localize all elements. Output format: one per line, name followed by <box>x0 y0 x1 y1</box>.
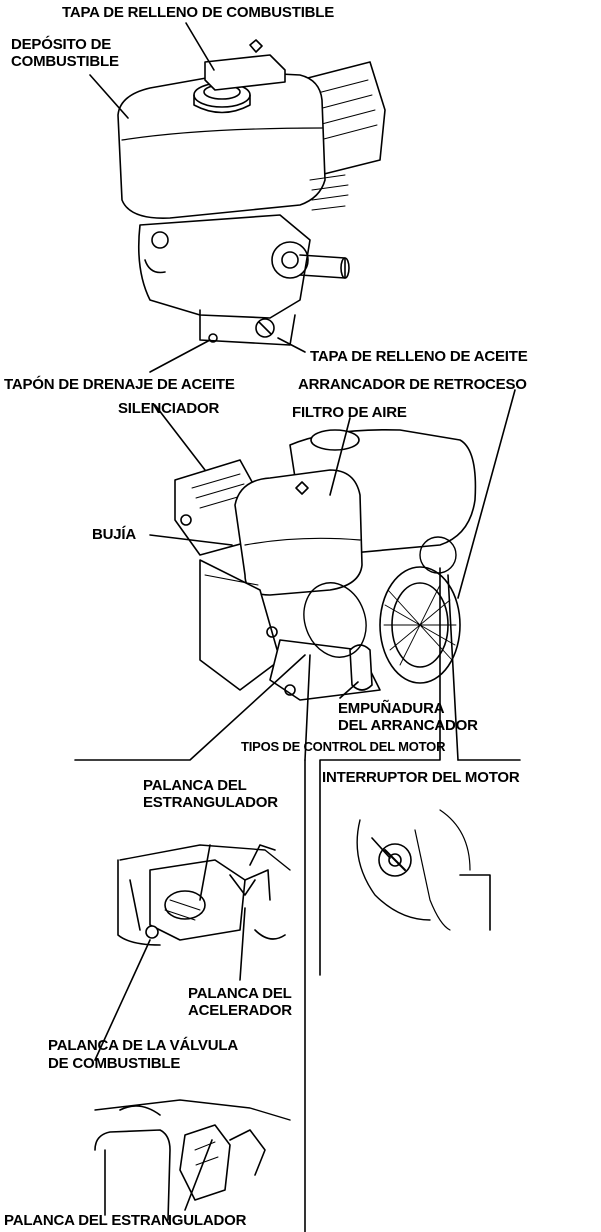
middle-engine-illustration <box>174 428 477 701</box>
label-choke-lever-a-line2: ESTRANGULADOR <box>143 794 278 811</box>
controls-detail <box>117 844 291 946</box>
label-engine-switch: INTERRUPTOR DEL MOTOR <box>322 769 520 786</box>
leader-oil-drain-plug <box>149 339 211 373</box>
label-spark-plug: BUJÍA <box>92 526 137 543</box>
leader-fuel-valve-lever <box>94 939 151 1061</box>
leader-throttle-lever <box>239 907 246 981</box>
leader-muffler <box>154 404 206 471</box>
label-fuel-tank-line1: DEPÓSITO DE <box>11 36 112 53</box>
label-oil-fill-cap: TAPA DE RELLENO DE ACEITE <box>310 348 528 365</box>
label-choke-lever-b: PALANCA DEL ESTRANGULADOR <box>4 1212 247 1229</box>
leader-engine-switch <box>371 837 391 859</box>
control-pointer-left <box>304 654 311 761</box>
control-pointer-right <box>447 574 459 761</box>
leader-choke-lever-a <box>199 844 211 901</box>
top-engine-illustration <box>117 39 386 346</box>
label-control-types: TIPOS DE CONTROL DEL MOTOR <box>241 739 446 754</box>
control-divider-right <box>319 567 441 976</box>
leader-air-filter <box>329 417 351 496</box>
bottom-choke-detail <box>94 1099 291 1221</box>
label-throttle-lever-line1: PALANCA DEL <box>188 985 292 1002</box>
label-air-filter: FILTRO DE AIRE <box>292 404 407 421</box>
leader-starter-grip <box>339 681 359 699</box>
label-fuel-fill-cap: TAPA DE RELLENO DE COMBUSTIBLE <box>62 4 335 21</box>
leader-fuel-tank <box>89 74 129 119</box>
label-throttle-lever-line2: ACELERADOR <box>188 1002 292 1019</box>
leader-recoil-starter <box>457 389 516 599</box>
label-starter-grip-line1: EMPUÑADURA <box>338 700 445 717</box>
label-fuel-tank-line2: COMBUSTIBLE <box>11 53 119 70</box>
label-fuel-valve-lever-line2: DE COMBUSTIBLE <box>48 1055 181 1072</box>
control-divider-left <box>74 654 306 761</box>
leader-oil-fill-cap <box>277 337 306 353</box>
label-fuel-valve-lever-line1: PALANCA DE LA VÁLVULA <box>48 1037 238 1054</box>
leader-choke-lever-b <box>184 1139 213 1211</box>
label-recoil-starter: ARRANCADOR DE RETROCESO <box>298 376 527 393</box>
label-muffler: SILENCIADOR <box>118 400 220 417</box>
label-starter-grip-line2: DEL ARRANCADOR <box>338 717 478 734</box>
engine-switch-detail <box>356 809 491 931</box>
leader-fuel-fill-cap <box>185 22 215 71</box>
label-oil-drain-plug: TAPÓN DE DRENAJE DE ACEITE <box>4 376 235 393</box>
label-choke-lever-a-line1: PALANCA DEL <box>143 777 247 794</box>
leader-spark-plug <box>149 534 233 546</box>
